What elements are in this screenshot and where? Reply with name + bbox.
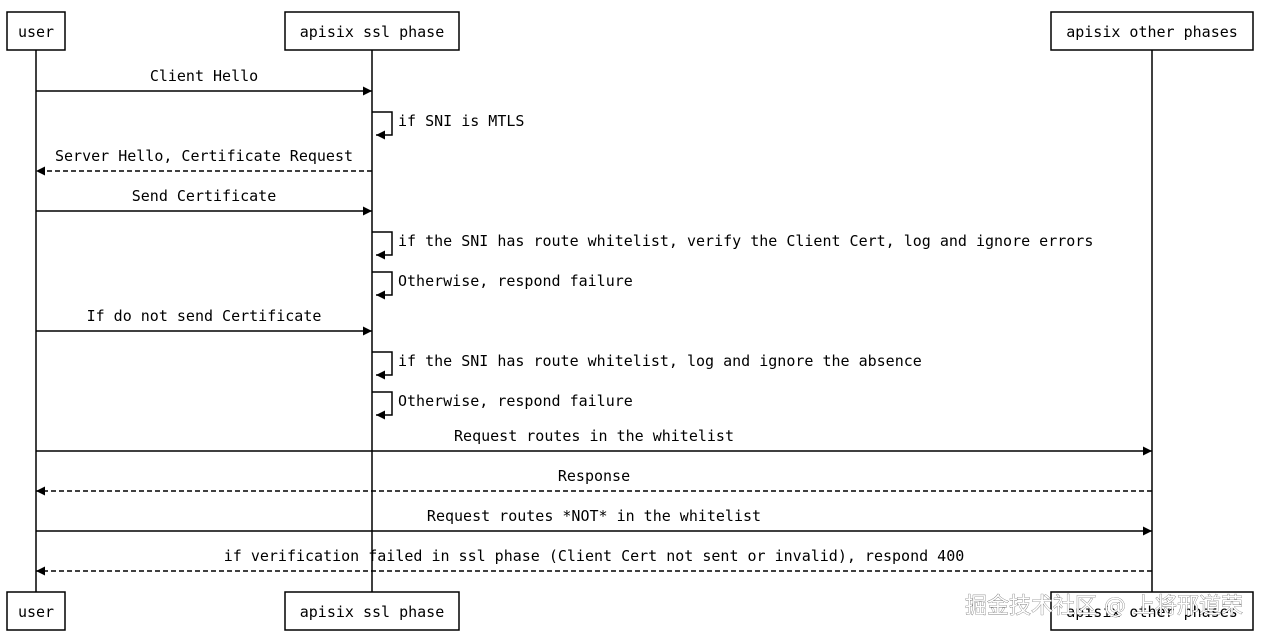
participant-label: apisix ssl phase bbox=[300, 603, 445, 621]
lifelines bbox=[35, 50, 1153, 592]
message-label: Otherwise, respond failure bbox=[398, 272, 633, 290]
participant-box bbox=[1050, 11, 1254, 51]
participant-user-top: user bbox=[6, 11, 66, 51]
participant-label: apisix ssl phase bbox=[300, 23, 445, 41]
message-7: If do not send Certificate bbox=[36, 307, 372, 336]
participant-box bbox=[6, 591, 66, 631]
participant-label: user bbox=[18, 23, 54, 41]
participant-ssl-bottom: apisix ssl phase bbox=[284, 591, 460, 631]
message-10: Request routes in the whitelist bbox=[36, 427, 1152, 456]
message-6: Otherwise, respond failure bbox=[372, 271, 633, 300]
message-label: Response bbox=[558, 467, 630, 485]
message-label: if verification failed in ssl phase (Cli… bbox=[224, 547, 965, 565]
message-label: Send Certificate bbox=[132, 187, 277, 205]
message-4: Send Certificate bbox=[36, 187, 372, 216]
message-5: if the SNI has route whitelist, verify t… bbox=[372, 231, 1093, 260]
message-label: Request routes in the whitelist bbox=[454, 427, 734, 445]
message-label: Client Hello bbox=[150, 67, 258, 85]
self-message-arrow bbox=[372, 231, 393, 260]
message-2: if SNI is MTLS bbox=[372, 111, 524, 140]
message-label: If do not send Certificate bbox=[87, 307, 322, 325]
self-message-arrow bbox=[372, 111, 393, 140]
participant-user-bottom: user bbox=[6, 591, 66, 631]
message-label: Server Hello, Certificate Request bbox=[55, 147, 353, 165]
participant-label: apisix other phases bbox=[1066, 23, 1238, 41]
participant-box bbox=[1050, 591, 1254, 631]
message-label: if the SNI has route whitelist, log and … bbox=[398, 352, 922, 370]
participant-box bbox=[6, 11, 66, 51]
message-1: Client Hello bbox=[36, 67, 372, 96]
message-9: Otherwise, respond failure bbox=[372, 391, 633, 420]
participant-ssl-top: apisix ssl phase bbox=[284, 11, 460, 51]
participant-label: user bbox=[18, 603, 54, 621]
participant-label: apisix other phases bbox=[1066, 603, 1238, 621]
message-label: Otherwise, respond failure bbox=[398, 392, 633, 410]
participant-box bbox=[284, 11, 460, 51]
message-label: if SNI is MTLS bbox=[398, 112, 524, 130]
message-label: if the SNI has route whitelist, verify t… bbox=[398, 232, 1093, 250]
message-3: Server Hello, Certificate Request bbox=[36, 147, 372, 176]
participant-box bbox=[284, 591, 460, 631]
message-8: if the SNI has route whitelist, log and … bbox=[372, 351, 922, 380]
self-message-arrow bbox=[372, 391, 393, 420]
message-12: Request routes *NOT* in the whitelist bbox=[36, 507, 1152, 536]
self-message-arrow bbox=[372, 351, 393, 380]
self-message-arrow bbox=[372, 271, 393, 300]
participant-other-top: apisix other phases bbox=[1050, 11, 1254, 51]
message-11: Response bbox=[36, 467, 1152, 496]
participant-boxes: user user apisix ssl phase apisix ssl phase… bbox=[6, 11, 1254, 631]
messages: Client Hello if SNI is MTLS Server Hello, … bbox=[36, 67, 1152, 576]
message-13: if verification failed in ssl phase (Cli… bbox=[36, 547, 1152, 576]
message-label: Request routes *NOT* in the whitelist bbox=[427, 507, 761, 525]
participant-other-bottom: apisix other phases bbox=[1050, 591, 1254, 631]
watermark-text: 掘金技术社区 @ 上将邢道荣 bbox=[965, 594, 1243, 619]
